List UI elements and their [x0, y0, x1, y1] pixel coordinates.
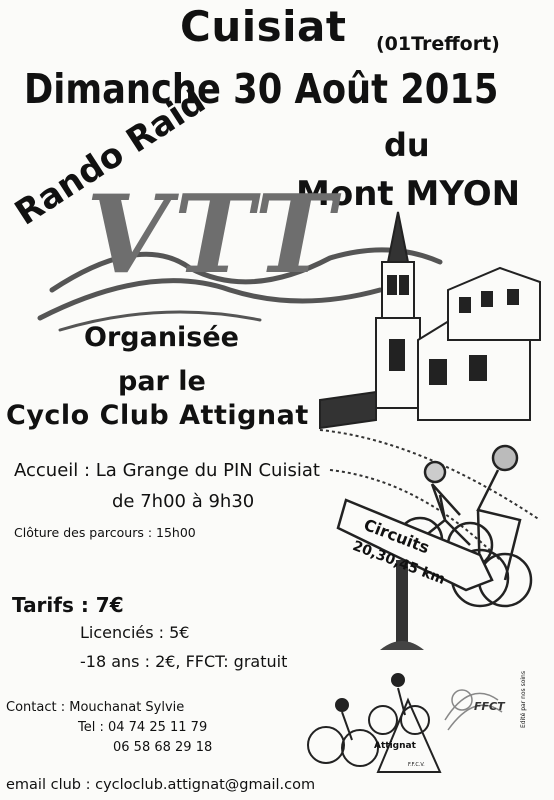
event-date: Dimanche 30 Août 2015 — [24, 65, 499, 113]
du-label: du — [384, 126, 430, 164]
tarifs-main: Tarifs : 7€ — [12, 593, 124, 617]
tarif-under-18: -18 ans : 2€, FFCT: gratuit — [80, 652, 288, 671]
attignat-logo — [307, 673, 442, 773]
organiser-line-1: Organisée — [84, 322, 239, 353]
town-subtitle: (01Treffort) — [376, 33, 500, 55]
contact-phone-1: Tel : 04 74 25 11 79 — [78, 720, 208, 735]
attignat-logo-text: Attignat — [374, 741, 416, 751]
church-illustration — [319, 211, 541, 430]
vtt-title: VTT — [86, 172, 339, 298]
contact-email: email club : cycloclub.attignat@gmail.co… — [6, 777, 316, 793]
accueil-hours: de 7h00 à 9h30 — [112, 491, 255, 512]
edite-note: Edité par nos soins — [520, 671, 527, 728]
cloture-time: Clôture des parcours : 15h00 — [14, 525, 196, 540]
town-title: Cuisiat — [180, 2, 347, 51]
ffct-logo-text: FFCT — [474, 700, 505, 713]
signpost-illustration — [336, 498, 494, 650]
ffct-logo — [444, 689, 503, 731]
accueil-location: Accueil : La Grange du PIN Cuisiat — [14, 460, 320, 481]
tarif-licencies: Licenciés : 5€ — [80, 623, 190, 642]
contact-phone-2: 06 58 68 29 18 — [113, 740, 213, 755]
organiser-club-name: Cyclo Club Attignat — [6, 400, 309, 431]
contact-name: Contact : Mouchanat Sylvie — [6, 700, 185, 715]
road-illustration — [319, 429, 541, 561]
ffcv-logo-text: F.F.C.V. — [408, 762, 425, 768]
hills-illustration — [37, 247, 443, 332]
organiser-line-2: par le — [118, 366, 206, 397]
mont-myon-label: Mont MYON — [296, 174, 521, 214]
